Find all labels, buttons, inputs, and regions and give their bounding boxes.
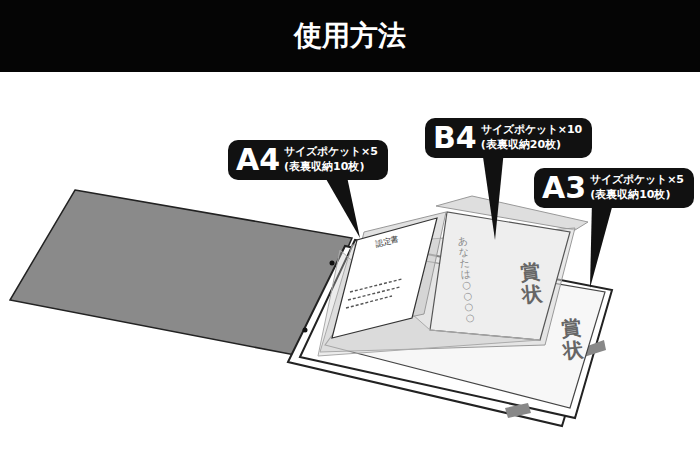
- size-label: A4: [236, 143, 280, 176]
- binder-hole: [330, 261, 335, 266]
- pocket-note: サイズポケット×10: [481, 123, 583, 138]
- callout-box: B4サイズポケット×10(表裏収納20枚): [425, 118, 592, 158]
- callout-pointer: [590, 200, 614, 288]
- text-column: サイズポケット×5(表裏収納10枚): [590, 173, 684, 203]
- a4-document: [332, 218, 437, 338]
- size-label: B4: [433, 121, 477, 154]
- pocket-note: (表裏収納10枚): [284, 160, 378, 175]
- pocket-note: サイズポケット×5: [590, 173, 684, 188]
- page-title: 使用方法: [0, 0, 700, 72]
- header-bar: [0, 0, 700, 72]
- document-title: 認定書: [374, 234, 400, 250]
- callout-box: A4サイズポケット×5(表裏収納10枚): [228, 140, 388, 180]
- binder-hole: [303, 328, 308, 333]
- callout-pointer: [482, 150, 504, 240]
- certificate-title: 賞状: [560, 316, 584, 362]
- binder-cover: [10, 190, 352, 356]
- b4-page: [430, 212, 570, 340]
- text-column: サイズポケット×10(表裏収納20枚): [481, 123, 583, 153]
- callout-pointer: [322, 172, 360, 238]
- band: [505, 403, 531, 418]
- certificate-title: 賞状: [519, 260, 543, 306]
- certificate-text: あなたは○○○○: [457, 235, 476, 324]
- callout-box: A3サイズポケット×5(表裏収納10枚): [534, 168, 694, 208]
- text-column: サイズポケット×5(表裏収納10枚): [284, 145, 378, 175]
- pocket-note: サイズポケット×5: [284, 145, 378, 160]
- text-lines: [346, 279, 402, 308]
- pocket-note: (表裏収納20枚): [481, 138, 583, 153]
- pocket-note: (表裏収納10枚): [590, 188, 684, 203]
- size-label: A3: [542, 171, 586, 204]
- ground: [0, 72, 700, 453]
